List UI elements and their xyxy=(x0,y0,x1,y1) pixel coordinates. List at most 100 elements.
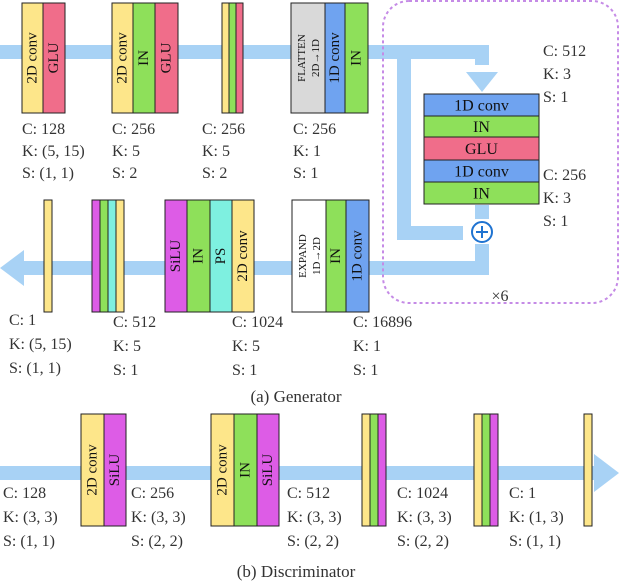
layer-label: 2D conv xyxy=(235,230,251,282)
param-text: K: 3 xyxy=(543,190,571,207)
param-text: S: (2, 2) xyxy=(287,533,339,550)
param-text: S: 1 xyxy=(232,362,257,379)
layer-strip xyxy=(481,413,491,527)
param-text: S: 1 xyxy=(543,213,568,230)
skip-connection-flow xyxy=(397,52,411,233)
layer-label: 1D conv xyxy=(327,32,343,84)
layer-strip xyxy=(43,199,53,313)
layer-label: IN xyxy=(349,50,365,66)
layer-strip xyxy=(221,2,230,114)
layer-label: SiLU xyxy=(168,240,184,273)
layer-label: 2D conv xyxy=(115,32,131,84)
layer-label: IN xyxy=(238,462,254,478)
layer-strip xyxy=(377,413,387,527)
param-text: S: 2 xyxy=(202,165,227,182)
gen-block-small-1 xyxy=(221,2,244,114)
layer-label: 2D conv xyxy=(215,444,231,496)
param-text: S: (1, 1) xyxy=(509,533,561,550)
param-text: K: 5 xyxy=(112,143,140,160)
layer-strip xyxy=(154,2,179,114)
disc-block-3 xyxy=(361,413,387,527)
repeat-count-label: ×6 xyxy=(491,288,508,305)
layer-strip xyxy=(345,199,370,313)
param-text: C: 1 xyxy=(9,312,36,329)
layer-strip xyxy=(107,199,117,313)
param-text: C: 256 xyxy=(543,167,586,184)
disc-block-4 xyxy=(473,413,499,527)
param-text: K: 1 xyxy=(353,338,381,355)
layer-strip xyxy=(235,2,244,114)
param-text: C: 512 xyxy=(287,485,330,502)
layer-strip xyxy=(361,413,371,527)
param-text: K: 3 xyxy=(543,66,571,83)
discriminator-caption: (b) Discriminator xyxy=(237,562,356,581)
gen-block-small-2 xyxy=(91,199,125,313)
param-text: C: 512 xyxy=(113,314,156,331)
param-text: S: (2, 2) xyxy=(131,533,183,550)
residual-out-flow xyxy=(475,205,489,219)
layer-strip xyxy=(583,413,593,527)
layer-strip xyxy=(103,413,127,527)
disc-block-2 xyxy=(210,413,280,527)
layer-strip xyxy=(228,2,237,114)
param-text: S: 1 xyxy=(543,89,568,106)
gen-block-output xyxy=(43,199,53,313)
param-text: K: (1, 3) xyxy=(509,509,564,526)
layer-strip xyxy=(344,2,369,114)
layer-label: 2D conv xyxy=(25,32,41,84)
layer-label: SiLU xyxy=(107,454,123,487)
param-text: C: 128 xyxy=(3,485,46,502)
layer-label: IN xyxy=(191,248,207,264)
skip-connection-merge xyxy=(397,226,463,240)
layer-label: 2D→1D xyxy=(310,39,322,77)
layer-label: IN xyxy=(136,50,152,66)
param-text: K: 5 xyxy=(232,338,260,355)
layer-strip xyxy=(115,199,125,313)
param-text: C: 1024 xyxy=(397,485,448,502)
param-text: C: 128 xyxy=(22,121,65,138)
residual-layer-label: IN xyxy=(473,186,490,203)
residual-layer-label: 1D conv xyxy=(454,164,509,181)
discriminator-output-arrowhead xyxy=(594,454,619,492)
residual-entry-flow xyxy=(475,45,489,65)
param-text: K: (3, 3) xyxy=(3,509,58,526)
layer-strip xyxy=(99,199,109,313)
layer-label: GLU xyxy=(159,42,175,73)
layer-label: IN xyxy=(328,248,344,264)
gen-block-flatten xyxy=(290,2,369,114)
residual-layer xyxy=(423,181,540,205)
param-text: K: (3, 3) xyxy=(397,509,452,526)
param-text: C: 256 xyxy=(202,121,245,138)
param-text: S: (1, 1) xyxy=(9,360,61,377)
param-text: C: 256 xyxy=(131,485,174,502)
gen-block-conv-glu xyxy=(21,2,66,114)
layer-label: GLU xyxy=(46,42,62,73)
layer-label: 1D→2D xyxy=(311,237,323,275)
param-text: K: (5, 15) xyxy=(9,336,72,353)
param-text: K: (3, 3) xyxy=(287,509,342,526)
layer-label: 1D conv xyxy=(350,230,366,282)
param-text: C: 16896 xyxy=(353,314,412,331)
disc-block-output xyxy=(583,413,593,527)
layer-strip xyxy=(256,413,280,527)
layer-label: PS xyxy=(213,248,229,265)
gen-block-expand xyxy=(291,199,370,313)
param-text: C: 256 xyxy=(293,121,336,138)
param-text: C: 256 xyxy=(112,121,155,138)
residual-entry-arrowhead xyxy=(466,72,498,92)
layer-strip xyxy=(91,199,101,313)
layer-label: SiLU xyxy=(260,454,276,487)
gen-block-conv-in-glu xyxy=(111,2,179,114)
layer-strip xyxy=(369,413,379,527)
layer-strip xyxy=(231,199,255,313)
param-text: S: (1, 1) xyxy=(22,165,74,182)
param-text: K: 5 xyxy=(202,143,230,160)
layer-strip xyxy=(489,413,499,527)
residual-layer-label: GLU xyxy=(465,141,498,158)
param-text: K: 1 xyxy=(293,143,321,160)
residual-loop-box xyxy=(382,0,619,304)
param-text: K: (3, 3) xyxy=(131,509,186,526)
generator-output-arrowhead xyxy=(0,250,24,286)
param-text: C: 1024 xyxy=(232,314,283,331)
param-text: K: (5, 15) xyxy=(22,143,85,160)
